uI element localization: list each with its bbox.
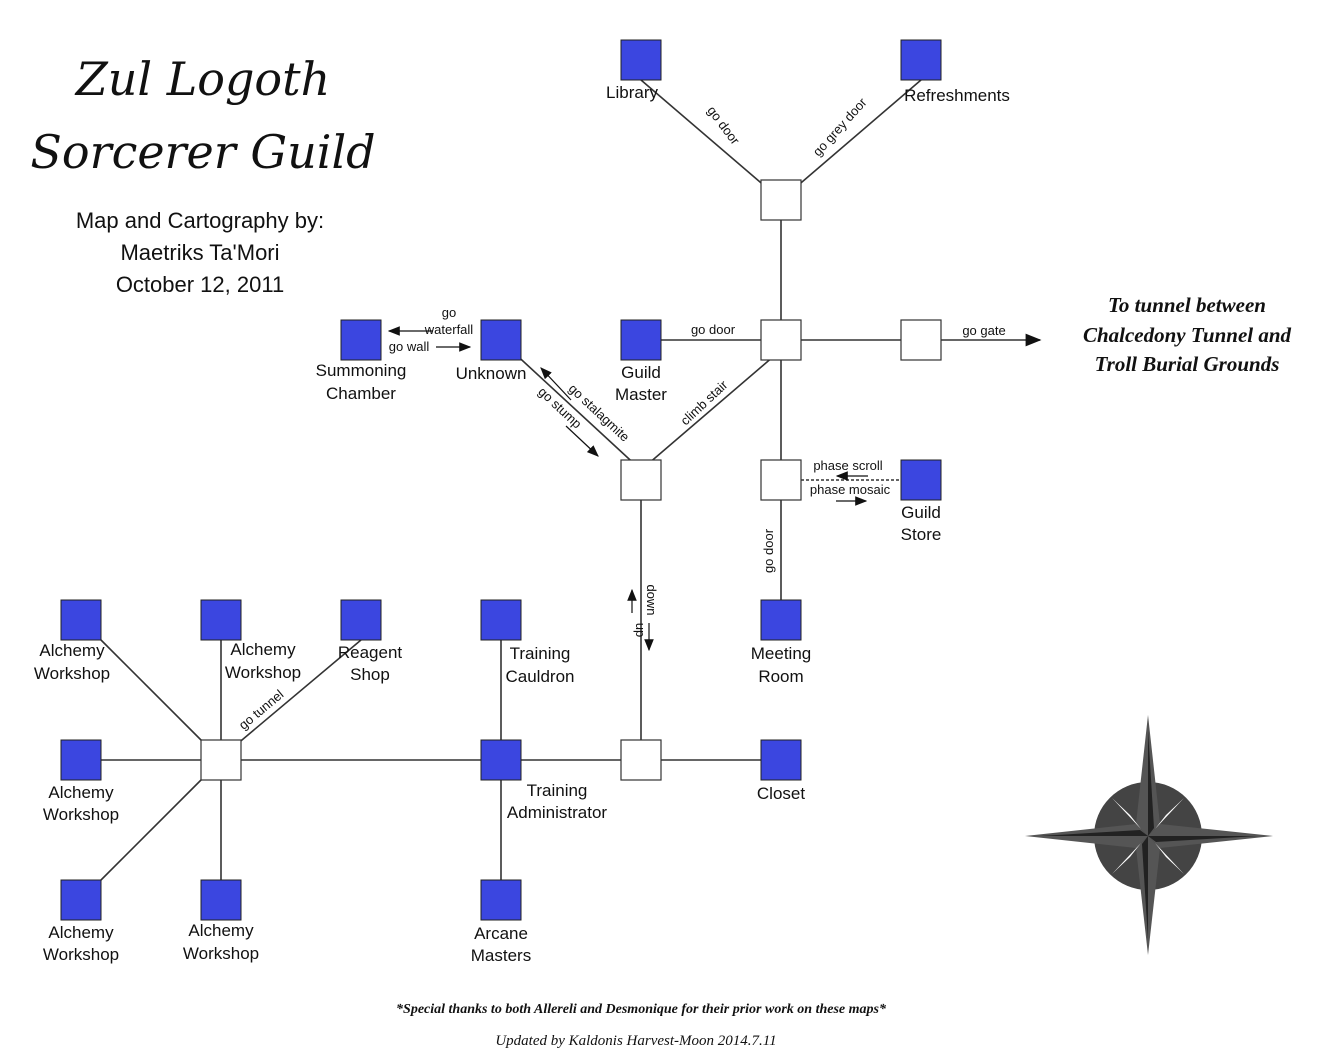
label-reagent-1: Reagent [338, 643, 403, 662]
edge-label-climb-stair: climb stair [677, 377, 731, 428]
room-alchemy-workshop-3[interactable] [60, 739, 102, 781]
edge-label-down: down [644, 584, 659, 615]
edge-label-go-door-guild-master: go door [691, 322, 736, 337]
label-meeting-2: Room [758, 667, 803, 686]
room-training-administrator[interactable] [480, 739, 522, 781]
label-alchemy-3a: Alchemy [48, 783, 114, 802]
rooms [60, 39, 942, 921]
room-guild-master[interactable] [620, 319, 662, 361]
room-library[interactable] [620, 39, 662, 81]
edge-label-go-gate: go gate [962, 323, 1005, 338]
junction-south[interactable] [620, 739, 662, 781]
credit-line-2: Maetriks Ta'Mori [120, 240, 279, 265]
label-alchemy-2a: Alchemy [230, 640, 296, 659]
room-alchemy-workshop-2[interactable] [200, 599, 242, 641]
edges [100, 79, 1042, 881]
footer: *Special thanks to both Allereli and Des… [396, 1002, 887, 1049]
room-closet[interactable] [760, 739, 802, 781]
label-summoning-2: Chamber [326, 384, 396, 403]
label-alchemy-3b: Workshop [43, 805, 119, 824]
junction-store[interactable] [760, 459, 802, 501]
credit-line-1: Map and Cartography by: [76, 208, 324, 233]
room-reagent-shop[interactable] [340, 599, 382, 641]
room-summoning-chamber[interactable] [340, 319, 382, 361]
label-alchemy-4b: Workshop [43, 945, 119, 964]
label-admin-1: Training [527, 781, 588, 800]
label-alchemy-1b: Workshop [34, 664, 110, 683]
label-guild-master-1: Guild [621, 363, 661, 382]
room-refreshments[interactable] [900, 39, 942, 81]
destination-line-2: Chalcedony Tunnel and [1083, 323, 1292, 347]
junction-north[interactable] [760, 179, 802, 221]
edge-label-up: up [633, 623, 648, 637]
label-library: Library [606, 83, 658, 102]
title-block: Zul Logoth Sorcerer Guild Map and Cartog… [30, 52, 375, 297]
edge-label-waterfall: waterfall [424, 322, 474, 337]
label-unknown: Unknown [456, 364, 527, 383]
junction-alchemy-hub[interactable] [200, 739, 242, 781]
edge-label-phase-mosaic: phase mosaic [810, 482, 891, 497]
room-training-cauldron[interactable] [480, 599, 522, 641]
label-closet: Closet [757, 784, 805, 803]
room-unknown[interactable] [480, 319, 522, 361]
label-cauldron-1: Training [510, 644, 571, 663]
label-alchemy-5b: Workshop [183, 944, 259, 963]
title-line-1: Zul Logoth [74, 52, 330, 106]
edge-label-go: go [442, 305, 456, 320]
edge-label-go-wall: go wall [389, 339, 430, 354]
label-refreshments: Refreshments [904, 86, 1010, 105]
label-arcane-1: Arcane [474, 924, 528, 943]
label-guild-store-1: Guild [901, 503, 941, 522]
label-meeting-1: Meeting [751, 644, 811, 663]
compass-rose-icon [1025, 715, 1273, 955]
room-guild-store[interactable] [900, 459, 942, 501]
label-admin-2: Administrator [507, 803, 607, 822]
label-alchemy-4a: Alchemy [48, 923, 114, 942]
junction-stair[interactable] [620, 459, 662, 501]
edge-label-go-door-meeting: go door [761, 528, 776, 573]
destination-line-1: To tunnel between [1108, 293, 1266, 317]
destination-note: To tunnel between Chalcedony Tunnel and … [1083, 293, 1292, 376]
room-labels: Library Refreshments Summoning Chamber U… [34, 83, 1010, 965]
edge-label-go-door-library: go door [704, 103, 743, 148]
junction-gate[interactable] [900, 319, 942, 361]
label-reagent-2: Shop [350, 665, 390, 684]
label-arcane-2: Masters [471, 946, 531, 965]
label-summoning-1: Summoning [316, 361, 407, 380]
destination-line-3: Troll Burial Grounds [1095, 352, 1280, 376]
label-cauldron-2: Cauldron [506, 667, 575, 686]
edge-label-phase-scroll: phase scroll [813, 458, 882, 473]
footer-thanks: *Special thanks to both Allereli and Des… [396, 1002, 887, 1017]
room-alchemy-workshop-5[interactable] [200, 879, 242, 921]
label-alchemy-2b: Workshop [225, 663, 301, 682]
room-arcane-masters[interactable] [480, 879, 522, 921]
label-alchemy-1a: Alchemy [39, 641, 105, 660]
footer-updated: Updated by Kaldonis Harvest-Moon 2014.7.… [495, 1033, 776, 1049]
room-meeting-room[interactable] [760, 599, 802, 641]
label-guild-store-2: Store [901, 525, 942, 544]
room-alchemy-workshop-1[interactable] [60, 599, 102, 641]
title-line-2: Sorcerer Guild [30, 125, 375, 179]
label-alchemy-5a: Alchemy [188, 921, 254, 940]
room-alchemy-workshop-4[interactable] [60, 879, 102, 921]
junction-central[interactable] [760, 319, 802, 361]
credit-line-3: October 12, 2011 [116, 272, 284, 297]
label-guild-master-2: Master [615, 385, 667, 404]
